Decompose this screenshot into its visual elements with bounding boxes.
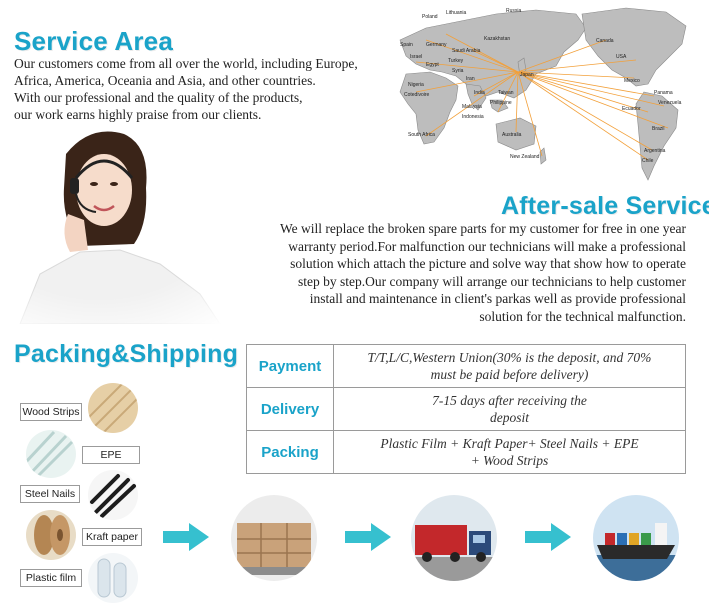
after-sale-line: warranty period.For malfunction our tech… xyxy=(288,238,686,254)
map-label: USA xyxy=(616,54,627,60)
map-label: Iran xyxy=(466,76,475,82)
service-area-title: Service Area xyxy=(14,26,173,56)
wood-strips-image xyxy=(88,383,138,433)
service-area-text: Our customers come from all over the wor… xyxy=(14,55,364,123)
map-label: Australia xyxy=(502,132,522,138)
after-sale-title: After-sale Service xyxy=(501,192,709,220)
table-row: Packing Plastic Film + Kraft Paper+ Stee… xyxy=(246,430,686,474)
map-label: Argentina xyxy=(644,148,666,154)
steel-nails-image xyxy=(88,470,138,520)
table-row: Payment T/T,L/C,Western Union(30% is the… xyxy=(246,344,686,388)
map-label: Egypt xyxy=(426,62,439,68)
map-label: Saudi Arabia xyxy=(452,48,481,54)
after-sale-line: step by step.Our company will arrange ou… xyxy=(297,273,686,289)
epe-label: EPE xyxy=(82,446,140,464)
map-label: Indonesia xyxy=(462,114,484,120)
plastic-film-label: Plastic film xyxy=(20,569,82,587)
map-label: Malaysia xyxy=(462,104,482,110)
map-label: Ecuador xyxy=(622,106,641,112)
packing-line: Plastic Film + Kraft Paper+ Steel Nails … xyxy=(380,436,639,451)
cargo-ship-photo xyxy=(593,495,679,581)
delivery-value: 7-15 days after receiving the deposit xyxy=(333,387,686,431)
route-lines xyxy=(415,33,669,161)
packing-shipping-title: Packing&Shipping xyxy=(14,340,239,368)
delivery-line: 7-15 days after receiving the xyxy=(432,393,587,408)
map-label: Chile xyxy=(642,158,654,164)
map-label: Canada xyxy=(596,38,614,44)
service-area-line: With our professional and the quality of… xyxy=(14,90,303,105)
map-label: Venezuela xyxy=(658,100,682,106)
payment-value: T/T,L/C,Western Union(30% is the deposit… xyxy=(333,344,686,388)
map-label: Panama xyxy=(654,90,673,96)
map-label: Syria xyxy=(452,68,464,74)
after-sale-line: We will replace the broken spare parts f… xyxy=(280,221,686,236)
map-label: Spain xyxy=(400,42,413,48)
map-label: Kazakhstan xyxy=(484,36,510,42)
epe-image xyxy=(26,430,76,478)
map-label: Taiwan xyxy=(498,90,514,96)
after-sale-line: solution for the technical malfunction. xyxy=(479,308,686,324)
world-map: Poland Lithuania Russia Canada Spain Ger… xyxy=(399,7,687,181)
plastic-film-image xyxy=(88,553,138,603)
service-area-line: Africa, America, Oceania and Asia, and o… xyxy=(14,73,316,88)
packing-line: + Wood Strips xyxy=(470,453,549,468)
wooden-crates-photo xyxy=(231,495,317,581)
payment-line: T/T,L/C,Western Union(30% is the deposit… xyxy=(367,350,652,365)
packing-label: Packing xyxy=(246,430,334,474)
kraft-paper-image xyxy=(26,510,76,560)
after-sale-text: We will replace the broken spare parts f… xyxy=(270,220,686,325)
map-label: Nigeria xyxy=(408,82,424,88)
payment-delivery-packing-table: Payment T/T,L/C,Western Union(30% is the… xyxy=(246,344,686,474)
customer-service-woman-image xyxy=(0,124,285,324)
map-label: Turkey xyxy=(448,58,464,64)
arrow-right-icon xyxy=(525,523,571,551)
payment-line: must be paid before delivery) xyxy=(430,367,589,382)
service-area-line: our work earns highly praise from our cl… xyxy=(14,107,262,122)
map-label: Philippine xyxy=(490,100,512,106)
map-label: Russia xyxy=(506,8,522,14)
kraft-paper-label: Kraft paper xyxy=(82,528,142,546)
delivery-line: deposit xyxy=(490,410,529,425)
service-area-line: Our customers come from all over the wor… xyxy=(14,56,358,71)
map-label: South Africa xyxy=(408,132,435,138)
container-truck-photo xyxy=(411,495,497,581)
map-label: Israel xyxy=(410,54,422,60)
packing-value: Plastic Film + Kraft Paper+ Steel Nails … xyxy=(333,430,686,474)
after-sale-line: solution which attach the picture and so… xyxy=(290,256,686,271)
map-label: Lithuania xyxy=(446,10,467,16)
map-label: New Zealand xyxy=(510,154,540,160)
map-label: Japan xyxy=(520,72,534,78)
map-label: Mexico xyxy=(624,78,640,84)
after-sale-line: install and maintenance in client's park… xyxy=(309,291,686,306)
map-label: Germany xyxy=(426,42,447,48)
arrow-right-icon xyxy=(163,523,209,551)
wood-strips-label: Wood Strips xyxy=(20,403,82,421)
map-label: India xyxy=(474,90,485,96)
steel-nails-label: Steel Nails xyxy=(20,485,80,503)
delivery-label: Delivery xyxy=(246,387,334,431)
map-label: Cotedivoire xyxy=(404,92,430,98)
arrow-right-icon xyxy=(345,523,391,551)
map-label: Brazil xyxy=(652,126,665,132)
map-label: Poland xyxy=(422,14,438,20)
table-row: Delivery 7-15 days after receiving the d… xyxy=(246,387,686,431)
payment-label: Payment xyxy=(246,344,334,388)
